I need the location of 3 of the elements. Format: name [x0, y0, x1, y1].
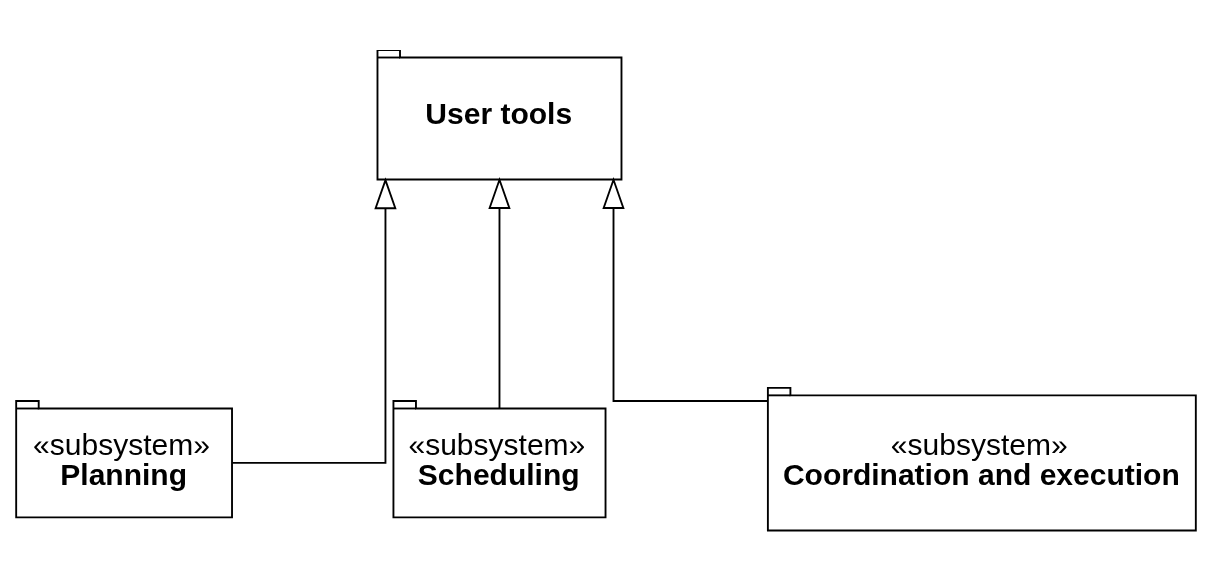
arrow — [488, 176, 511, 409]
arrow — [231, 176, 397, 464]
arrow — [602, 176, 769, 402]
